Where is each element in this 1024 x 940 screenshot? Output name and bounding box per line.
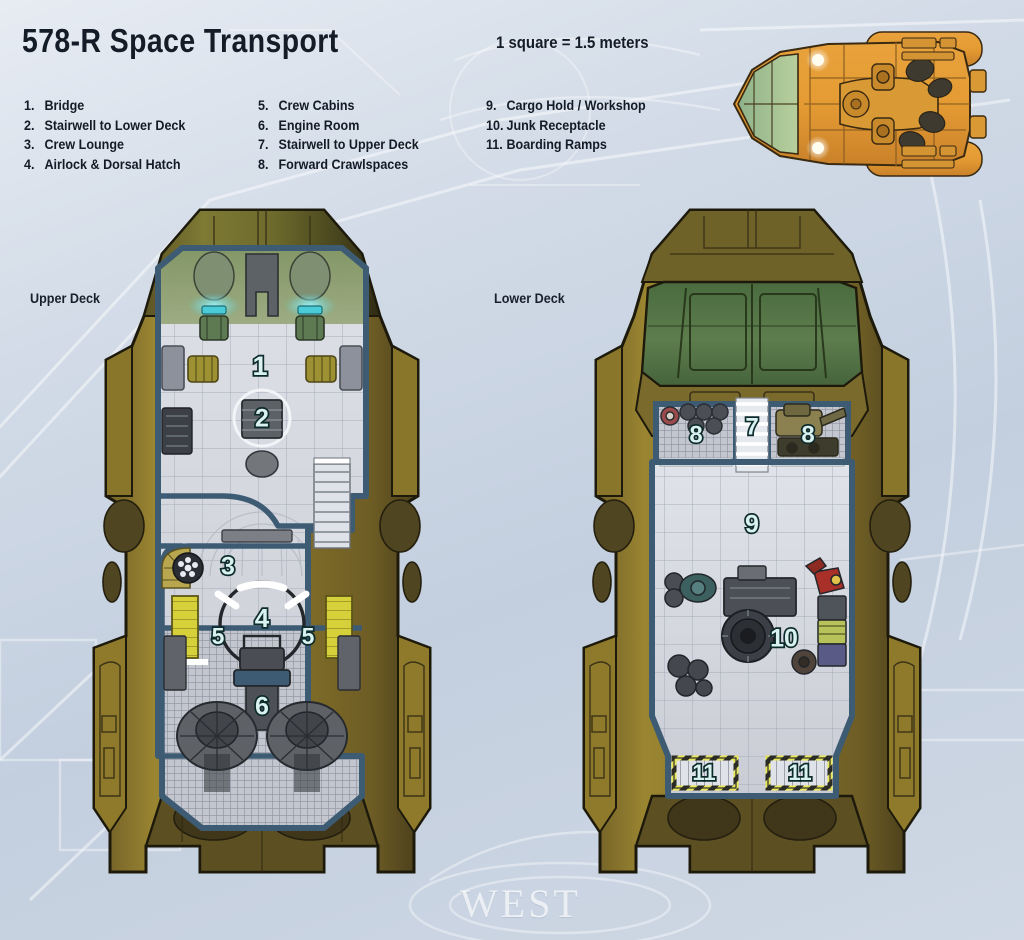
legend-column-3: 9. Cargo Hold / Workshop 10. Junk Recept… bbox=[486, 96, 658, 155]
legend-item-number: 9. bbox=[486, 98, 497, 113]
legend: 1. Bridge 2. Stairwell to Lower Deck 3. … bbox=[0, 96, 1024, 186]
room-number-8-port: 8 bbox=[689, 421, 702, 448]
room-number-5-starboard: 5 bbox=[302, 623, 315, 649]
legend-item-label: Cargo Hold / Workshop bbox=[506, 98, 646, 113]
legend-item-5: 5. Crew Cabins bbox=[258, 96, 419, 116]
legend-item-label: Airlock & Dorsal Hatch bbox=[44, 156, 181, 172]
room-number-4: 4 bbox=[255, 603, 270, 633]
legend-item-label: Junk Receptacle bbox=[506, 117, 606, 133]
legend-item-label: Forward Crawlspaces bbox=[278, 156, 409, 172]
legend-item-1: 1. Bridge bbox=[24, 96, 185, 116]
room-number-3: 3 bbox=[221, 553, 235, 581]
legend-item-7: 7. Stairwell to Upper Deck bbox=[258, 135, 419, 155]
page-title: 578-R Space Transport bbox=[22, 22, 339, 59]
lower-deck-room-numbers: 8 7 8 9 10 11 11 bbox=[688, 412, 817, 787]
room-number-6: 6 bbox=[255, 693, 269, 721]
room-number-8-starboard: 8 bbox=[801, 421, 814, 448]
legend-item-label: Crew Lounge bbox=[44, 137, 124, 152]
room-number-11-starboard: 11 bbox=[788, 760, 811, 785]
cargo-hold-contents bbox=[664, 557, 847, 697]
boarding-ramps bbox=[671, 755, 833, 791]
legend-item-number: 8. bbox=[258, 156, 269, 172]
lower-deck-walls bbox=[649, 459, 855, 799]
deck-label-upper: Upper Deck bbox=[30, 290, 101, 306]
legend-item-number: 5. bbox=[258, 98, 269, 113]
room-number-9: 9 bbox=[745, 511, 759, 539]
legend-item-2: 2. Stairwell to Lower Deck bbox=[24, 116, 185, 136]
legend-item-label: Stairwell to Lower Deck bbox=[44, 117, 186, 133]
crew-lounge-furnishings bbox=[161, 529, 293, 589]
deck-label-lower: Lower Deck bbox=[494, 290, 565, 306]
legend-item-9: 9. Cargo Hold / Workshop bbox=[486, 96, 646, 116]
room-number-7: 7 bbox=[745, 413, 758, 440]
legend-item-label: Crew Cabins bbox=[278, 98, 355, 113]
legend-column-2: 5. Crew Cabins 6. Engine Room 7. Stairwe… bbox=[258, 96, 431, 174]
legend-item-number: 1. bbox=[24, 98, 35, 113]
upper-deck-stairs bbox=[313, 457, 351, 549]
lower-deck-plan: 8 7 8 9 10 11 11 bbox=[552, 196, 952, 896]
legend-item-8: 8. Forward Crawlspaces bbox=[258, 155, 419, 175]
upper-deck-plan: 1 2 3 4 5 5 6 bbox=[62, 196, 462, 896]
legend-item-6: 6. Engine Room bbox=[258, 116, 419, 136]
legend-item-number: 4. bbox=[24, 156, 35, 172]
legend-item-number: 11. bbox=[486, 137, 503, 152]
room-number-5-port: 5 bbox=[212, 623, 225, 649]
legend-item-number: 10. bbox=[486, 117, 504, 133]
scale-note: 1 square = 1.5 meters bbox=[496, 33, 649, 52]
legend-item-number: 2. bbox=[24, 117, 35, 133]
legend-item-label: Boarding Ramps bbox=[506, 137, 607, 152]
room-number-2: 2 bbox=[255, 405, 269, 433]
legend-item-number: 7. bbox=[258, 137, 269, 152]
room-number-1: 1 bbox=[252, 351, 267, 381]
legend-item-number: 6. bbox=[258, 117, 269, 133]
legend-item-number: 3. bbox=[24, 137, 35, 152]
legend-item-4: 4. Airlock & Dorsal Hatch bbox=[24, 155, 185, 175]
legend-item-11: 11. Boarding Ramps bbox=[486, 135, 646, 155]
ship-thumbnail bbox=[724, 18, 1010, 190]
legend-item-label: Engine Room bbox=[278, 117, 360, 133]
legend-item-label: Bridge bbox=[44, 98, 85, 113]
legend-item-10: 10. Junk Receptacle bbox=[486, 116, 646, 136]
upper-deck-room-numbers: 1 2 3 4 5 5 6 bbox=[210, 349, 316, 722]
engine-room-equipment bbox=[163, 635, 361, 792]
legend-item-3: 3. Crew Lounge bbox=[24, 135, 185, 155]
room-number-10: 10 bbox=[770, 625, 798, 653]
room-number-11-port: 11 bbox=[692, 760, 715, 785]
bridge-furnishings bbox=[161, 251, 363, 478]
legend-column-1: 1. Bridge 2. Stairwell to Lower Deck 3. … bbox=[24, 96, 198, 174]
forward-crawlspaces bbox=[653, 397, 851, 473]
legend-item-label: Stairwell to Upper Deck bbox=[278, 137, 419, 152]
